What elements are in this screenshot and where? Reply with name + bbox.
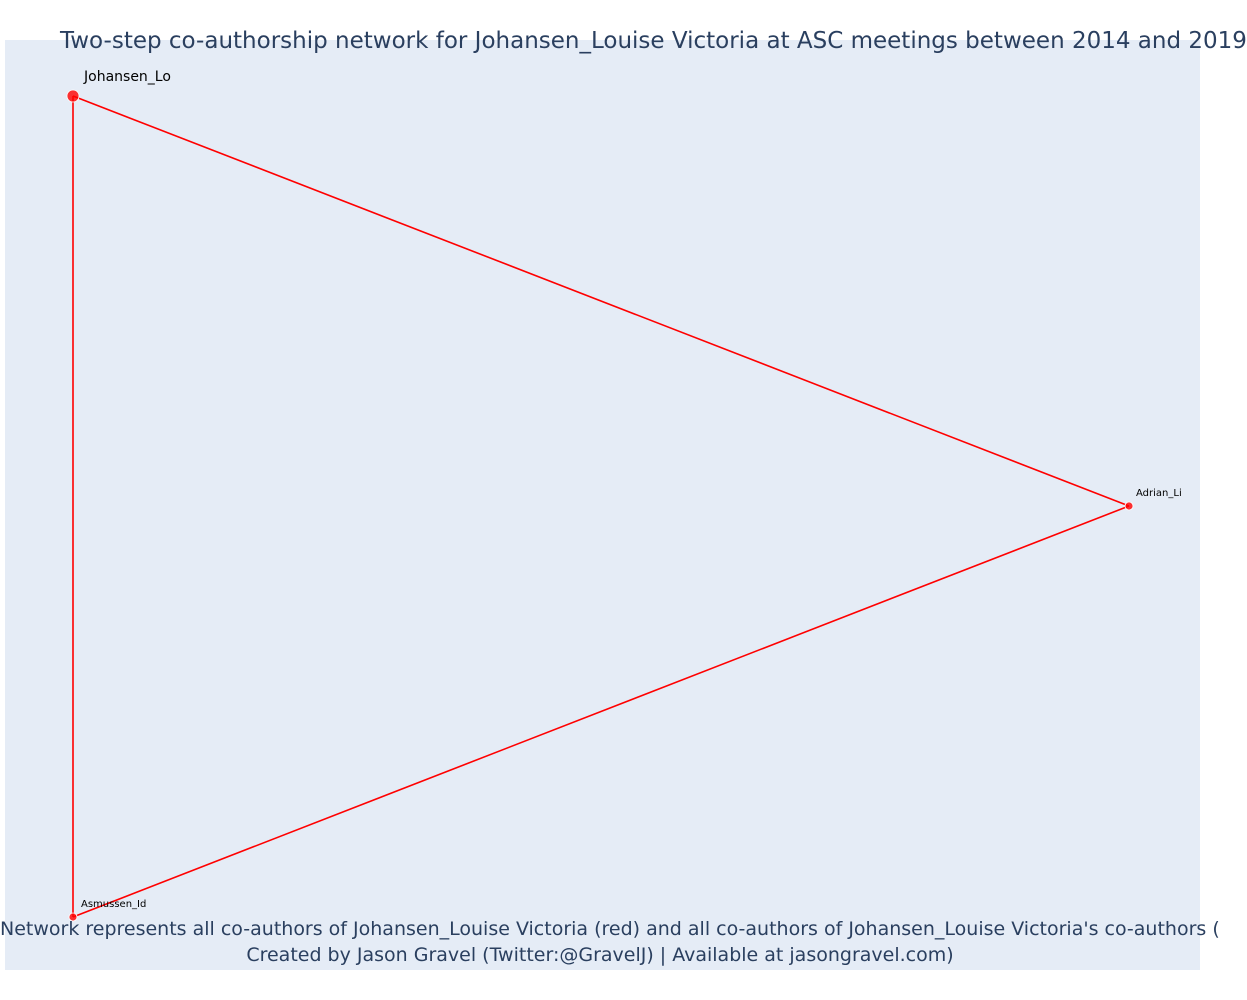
edge-adrian-asmussen: [72, 505, 1130, 918]
plot-area: [5, 40, 1200, 970]
caption-description: Network represents all co-authors of Joh…: [0, 918, 1220, 940]
node-johansen[interactable]: [66, 89, 80, 103]
node-adrian[interactable]: [1124, 501, 1134, 511]
node-label-johansen: Johansen_Lo: [83, 69, 171, 85]
chart-title: Two-step co-authorship network for Johan…: [60, 28, 1247, 54]
edge-johansen-adrian: [72, 95, 1130, 507]
node-label-asmussen: Asmussen_Id: [81, 899, 146, 910]
caption-credit: Created by Jason Gravel (Twitter:@Gravel…: [246, 944, 954, 966]
node-asmussen[interactable]: [68, 912, 78, 922]
node-label-adrian: Adrian_Li: [1136, 488, 1182, 499]
